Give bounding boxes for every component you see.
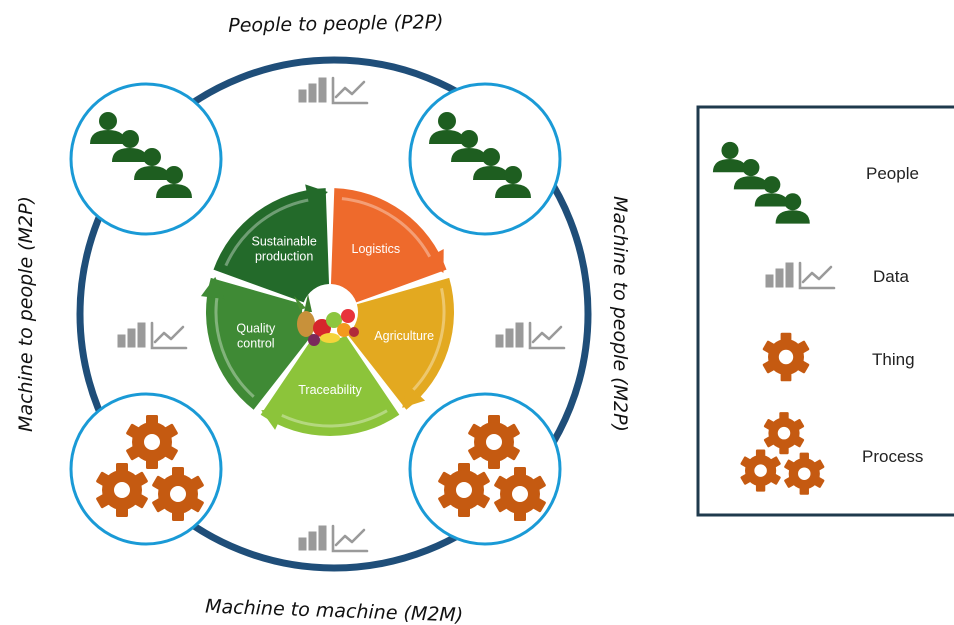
- cycle-arrow-arc: [214, 291, 255, 398]
- cycle-segment: [260, 335, 400, 436]
- data-icon-left: [116, 321, 188, 350]
- cycle-segment-label: Logistics: [352, 242, 401, 256]
- legend-box: [696, 105, 954, 517]
- cycle-arrowhead: [422, 248, 444, 273]
- fruit-vegetable-icon: [294, 294, 359, 346]
- label-right: Machine to people (M2P): [609, 196, 631, 432]
- cycle-arrowhead: [261, 408, 286, 430]
- cycle-segment: [347, 277, 454, 410]
- legend-label-people: People: [866, 164, 919, 183]
- cycle-arrowhead: [200, 276, 225, 300]
- cycle-arrow-arc: [341, 197, 434, 263]
- legend-label-thing: Thing: [872, 350, 915, 369]
- data-icon-top: [297, 76, 369, 105]
- data-icon-bottom: [297, 524, 369, 553]
- cycle-arrow-arc: [275, 409, 388, 428]
- cycle-arrowhead: [305, 184, 328, 208]
- interaction-ring: [76, 56, 592, 572]
- cycle-arrow-arc: [224, 197, 315, 267]
- cycle-arrowhead: [402, 384, 426, 408]
- label-left: Machine to people (M2P): [15, 196, 37, 432]
- legend-label-data: Data: [873, 267, 909, 286]
- cycle-arrow-arc: [408, 287, 446, 396]
- label-bottom: Machine to machine (M2M): [205, 596, 464, 625]
- cycle-segment: [206, 277, 313, 410]
- legend-label-process: Process: [862, 447, 923, 466]
- cycle-segment: [213, 188, 330, 303]
- cycle-segment-label: Traceability: [298, 383, 362, 397]
- label-top: People to people (P2P): [228, 11, 444, 37]
- cycle-segment-label: Agriculture: [374, 329, 434, 343]
- corner-circle-bottom-right: [408, 392, 562, 546]
- data-icon-right: [494, 321, 566, 350]
- cycle-segment: [330, 188, 447, 303]
